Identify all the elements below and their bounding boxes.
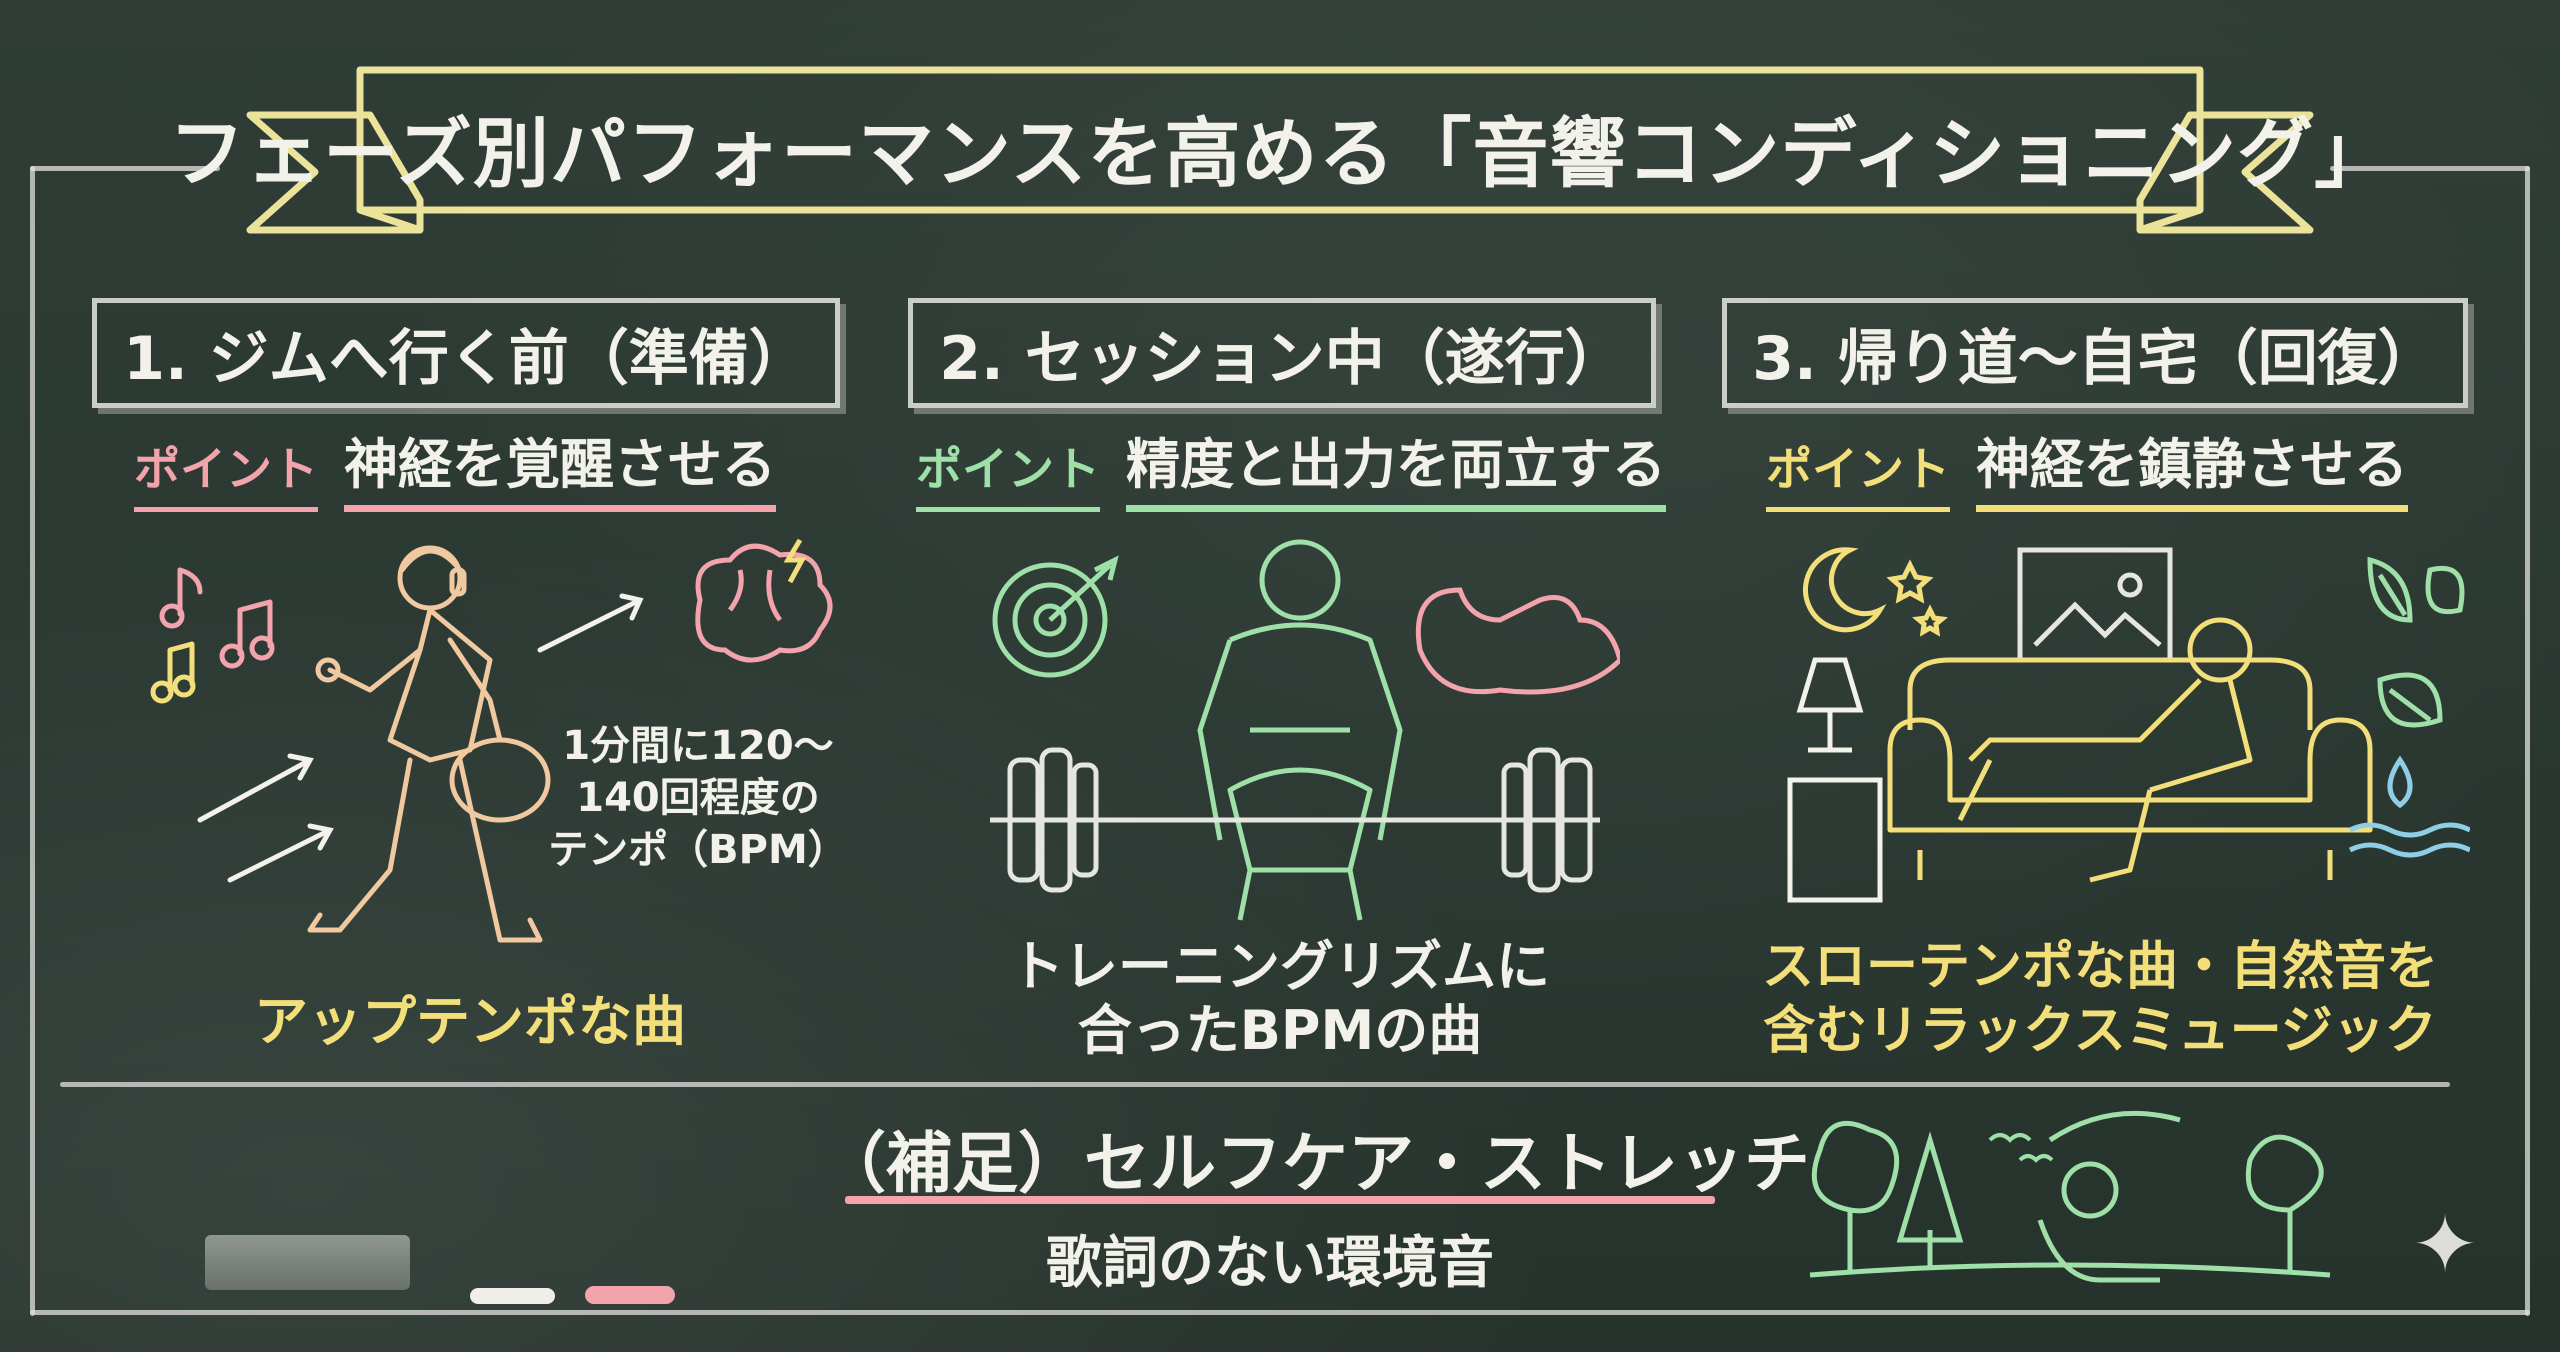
- phase-2-point: 精度と出力を両立する: [1126, 420, 1666, 512]
- birds-icon: [1988, 1133, 2054, 1163]
- tempo-note-line: テンポ（BPM）: [548, 827, 848, 873]
- barbell-icon: [990, 747, 1600, 893]
- phase-1-heading: 1. ジムへ行く前（準備）: [92, 298, 840, 408]
- page-title: フェーズ別パフォーマンスを高める「音響コンディショニング」: [168, 109, 2392, 198]
- chalk-eraser: [205, 1235, 410, 1290]
- phase-2-illustration: [990, 539, 1620, 921]
- deadlift-man-icon: [1197, 539, 1403, 921]
- caption-line: スローテンポな曲・自然音を: [1761, 937, 2438, 997]
- frame-top-left: [30, 166, 220, 171]
- phase-2-point-row: ポイント 精度と出力を両立する: [916, 432, 1666, 512]
- footer-title: （補足）セルフケア・ストレッチ: [820, 1125, 1810, 1202]
- leaf-icon: [2367, 556, 2465, 728]
- moon-stars-icon: [1803, 547, 1949, 637]
- tempo-note-line: 1分間に120～: [562, 723, 834, 769]
- tempo-note-line: 140回程度の: [576, 775, 820, 821]
- phase-1-tempo-note: 1分間に120～ 140回程度の テンポ（BPM）: [548, 720, 848, 876]
- arrows-icon: [197, 593, 644, 883]
- point-label: ポイント: [134, 433, 318, 512]
- footer-subtitle: 歌詞のない環境音: [1046, 1231, 1494, 1296]
- caption-line: アップテンポな曲: [254, 990, 686, 1053]
- phase-2-heading: 2. セッション中（遂行）: [908, 298, 1656, 408]
- pink-chalk-stick: [585, 1286, 675, 1304]
- frame-right: [2525, 166, 2530, 1316]
- sparkle-icon: ✦: [2411, 1198, 2479, 1291]
- footer-title-underline: [845, 1196, 1715, 1204]
- picture-frame-icon: [2017, 547, 2173, 663]
- phase-2-caption: トレーニングリズムに 合ったBPMの曲: [960, 935, 1600, 1063]
- stretching-person-icon: [2037, 1110, 2181, 1283]
- footer-illustration: [1809, 1110, 2331, 1283]
- caption-line: 含むリラックスミュージック: [1763, 1001, 2437, 1061]
- phase-3-illustration: [1787, 547, 2470, 903]
- water-drop-icon: [2348, 755, 2470, 858]
- phase-3-heading: 3. 帰り道～自宅（回復）: [1722, 298, 2468, 408]
- phase-1-point: 神経を覚醒させる: [344, 420, 776, 512]
- phase-3-point-row: ポイント 神経を鎮静させる: [1766, 432, 2408, 512]
- phase-1-caption: アップテンポな曲: [170, 990, 770, 1054]
- phase-3-caption: スローテンポな曲・自然音を 含むリラックスミュージック: [1730, 935, 2470, 1063]
- target-icon: [992, 555, 1119, 678]
- title-banner: [246, 66, 2314, 234]
- point-label: ポイント: [916, 433, 1100, 512]
- phase-3-point: 神経を鎮静させる: [1976, 420, 2408, 512]
- footer-divider: [60, 1082, 2450, 1087]
- frame-top-right: [2330, 166, 2530, 171]
- phase-1-point-row: ポイント 神経を覚醒させる: [134, 432, 776, 512]
- phase-1-illustration: [150, 538, 833, 943]
- flexed-arm-icon: [1415, 587, 1620, 695]
- walking-man-icon: [307, 545, 551, 943]
- caption-line: トレーニングリズムに: [1010, 935, 1550, 998]
- caption-line: 合ったBPMの曲: [1077, 999, 1483, 1062]
- frame-bottom: [30, 1310, 2530, 1315]
- lamp-icon: [1787, 657, 1883, 903]
- brain-icon: [695, 538, 833, 663]
- point-label: ポイント: [1766, 433, 1950, 512]
- trees-icon: [1809, 1120, 2331, 1278]
- frame-left: [30, 166, 35, 1316]
- music-notes-icon: [150, 567, 275, 704]
- sofa-man-icon: [1887, 617, 2373, 883]
- white-chalk-stick: [470, 1288, 555, 1304]
